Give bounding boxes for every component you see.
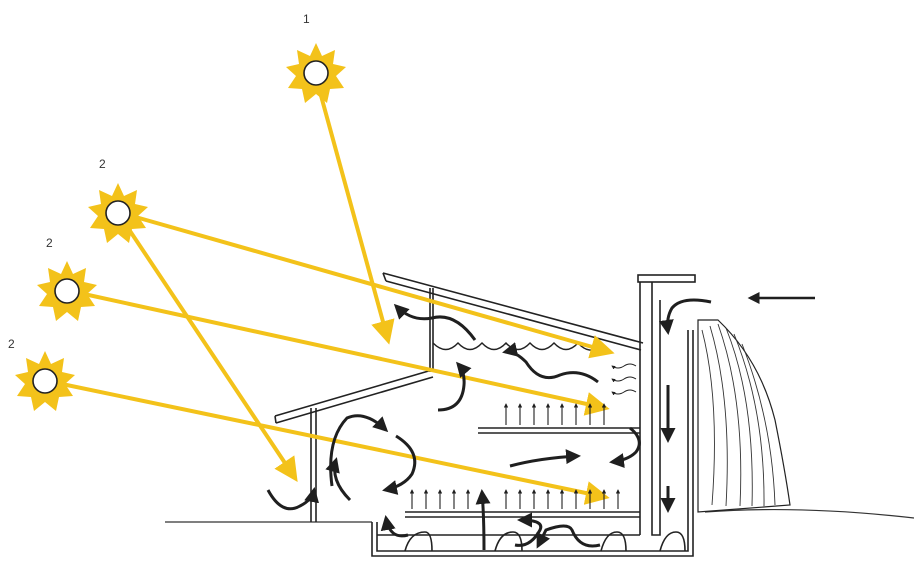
sun-label-1: 1 bbox=[303, 12, 310, 26]
upper-roof-glazing bbox=[382, 272, 644, 351]
planting-shelf-upper bbox=[478, 427, 640, 434]
warm-air-wisps bbox=[611, 363, 637, 396]
sun-icon bbox=[37, 261, 97, 321]
sun-label-2b: 2 bbox=[46, 236, 53, 250]
airflow-arrow-icon bbox=[266, 298, 712, 551]
heat-rising-arrow-icon bbox=[409, 489, 621, 509]
sun-label-2a: 2 bbox=[99, 157, 106, 171]
earth-berm bbox=[697, 319, 791, 513]
lower-roof-glazing bbox=[274, 369, 434, 424]
planting-bed-lower bbox=[405, 511, 640, 518]
sun-icon bbox=[15, 351, 75, 411]
heat-rising-arrow-icon bbox=[503, 403, 607, 425]
sun-ray-1 bbox=[318, 91, 395, 345]
sun-ray-2b bbox=[126, 226, 298, 482]
pit-walls bbox=[371, 330, 694, 557]
ventilation-duct bbox=[377, 282, 661, 536]
sun-icon bbox=[286, 43, 346, 103]
front-wall bbox=[310, 408, 317, 522]
sun-label-2c: 2 bbox=[8, 337, 15, 351]
sun-rays bbox=[61, 91, 615, 505]
ground-line bbox=[165, 508, 914, 523]
sun-ray-2a bbox=[131, 214, 615, 359]
duct-cap bbox=[637, 274, 696, 283]
sun-ray-2c bbox=[83, 292, 610, 416]
pit-mounds bbox=[404, 531, 686, 552]
sun-icon bbox=[88, 183, 148, 243]
